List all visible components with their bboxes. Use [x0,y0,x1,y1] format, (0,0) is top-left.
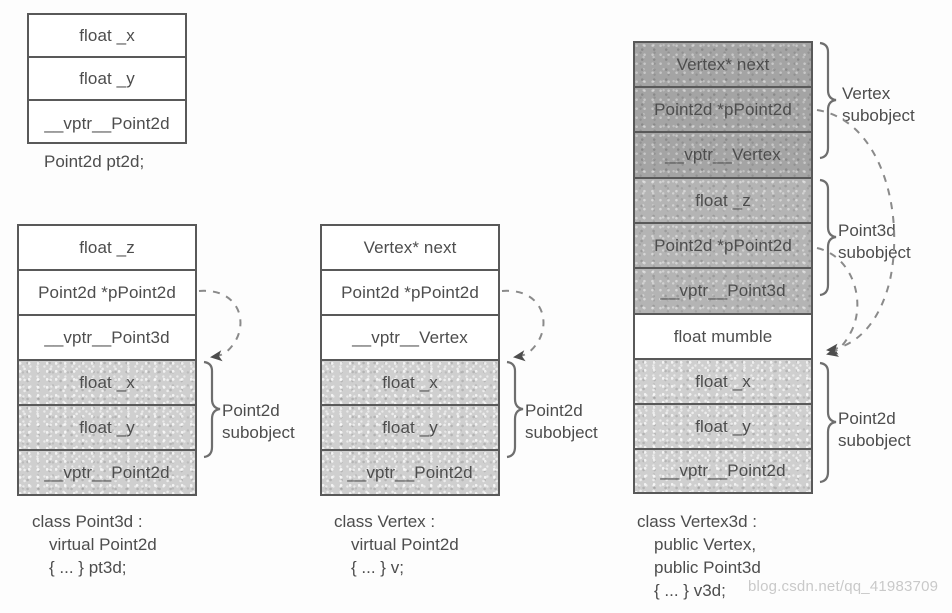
slot-row: float _x [322,361,498,406]
caption-point3d: class Point3d : virtual Point2d { ... } pt… [32,510,157,579]
slot-label: float mumble [673,326,773,346]
brace-label-line: subobject [842,106,915,125]
object-layout-point3d: float _z Point2d *pPoint2d __vptr__Point… [17,224,197,496]
slot-label: Vertex* next [676,54,770,74]
brace-label-vertex3d-point2d-subobject: Point2d subobject [838,408,911,452]
slot-label: float _y [695,416,751,436]
brace-label-line: subobject [525,423,598,442]
slot-label: Vertex* next [363,237,457,257]
slot-label: float _y [79,68,135,88]
brace-vertex-point2d [506,360,524,459]
caption-line: { ... } v3d; [654,581,726,600]
object-layout-vertex: Vertex* next Point2d *pPoint2d __vptr__V… [320,224,500,496]
slot-label: __vptr__Point3d [44,327,170,347]
brace-label-line: Point2d [838,409,896,428]
slot-row: __vptr__Point3d [19,316,195,361]
caption-line: { ... } v; [351,558,404,577]
object-layout-vertex3d: Vertex* next Point2d *pPoint2d __vptr__V… [633,41,813,494]
slot-row: float _z [635,179,811,224]
caption-line: class Vertex : [334,512,436,531]
slot-label: Point2d *pPoint2d [654,99,792,119]
caption-line: virtual Point2d [49,535,157,554]
brace-label-point3d-point2d-subobject: Point2d subobject [222,400,295,444]
slot-label: float _y [382,417,438,437]
brace-label-vertex3d-point3d-subobject: Point3d subobject [838,220,911,264]
caption-vertex3d: class Vertex3d : public Vertex, public Poi… [637,510,761,602]
slot-label: float _z [79,237,135,257]
slot-row: __vptr__Vertex [635,133,811,179]
slot-label: __vptr__Point3d [660,281,786,300]
slot-row: float _x [19,361,195,406]
slot-row: float _x [29,15,185,58]
slot-label: Point2d *pPoint2d [38,282,176,302]
slot-row: Point2d *pPoint2d [635,88,811,133]
slot-row: Vertex* next [635,43,811,88]
caption-vertex: class Vertex : virtual Point2d { ... } v; [334,510,459,579]
watermark: blog.csdn.net/qq_41983709 [748,578,939,595]
brace-label-vertex-point2d-subobject: Point2d subobject [525,400,598,444]
slot-row: float _y [322,406,498,451]
slot-row: __vptr__Point3d [635,269,811,315]
slot-label: float _x [79,372,135,392]
slot-row: Point2d *pPoint2d [19,271,195,316]
slot-label: __vptr__Point2d [44,462,170,482]
object-layout-point2d: float _x float _y __vptr__Point2d [27,13,187,144]
brace-label-line: Point2d [222,401,280,420]
pointer-arc-vertex [501,289,545,362]
slot-row: __vptr__Point2d [19,451,195,494]
slot-row: float _z [19,226,195,271]
caption-line: class Vertex3d : [637,512,758,531]
brace-label-line: subobject [838,431,911,450]
slot-row: float _y [19,406,195,451]
brace-label-line: Point3d [838,221,896,240]
slot-row: float _x [635,360,811,405]
brace-vertex3d-point2d [819,361,837,484]
slot-row: __vptr__Point2d [635,450,811,492]
brace-vertex3d-point3d [819,178,837,297]
slot-label: __vptr__Point2d [347,462,473,482]
slot-row: Vertex* next [322,226,498,271]
brace-label-line: subobject [838,243,911,262]
brace-label-vertex3d-vertex-subobject: Vertex subobject [842,83,915,127]
slot-row: Point2d *pPoint2d [322,271,498,316]
slot-label: float _y [79,417,135,437]
slot-row: __vptr__Vertex [322,316,498,361]
caption-line: class Point3d : [32,512,143,531]
slot-label: __vptr__Point2d [44,113,170,133]
caption-line: { ... } pt3d; [49,558,127,577]
slot-label: Point2d *pPoint2d [341,282,479,302]
slot-label: float _x [79,25,135,45]
slot-row: float _y [29,58,185,101]
brace-vertex3d-vertex [819,41,837,160]
slot-label: __vptr__Point2d [660,461,786,480]
caption-line: Point2d pt2d; [44,152,145,171]
caption-point2d: Point2d pt2d; [44,150,144,173]
slot-row: __vptr__Point2d [322,451,498,494]
slot-label: __vptr__Vertex [665,145,781,164]
slot-row: float _y [635,405,811,450]
pointer-arc-point3d [198,289,242,362]
slot-label: float _z [695,190,751,210]
slot-label: float _x [382,372,438,392]
slot-label: Point2d *pPoint2d [654,235,792,255]
brace-label-line: subobject [222,423,295,442]
brace-point3d-point2d [203,360,221,459]
slot-row: float mumble [635,315,811,360]
brace-label-line: Point2d [525,401,583,420]
caption-line: public Vertex, [654,535,757,554]
slot-label: float _x [695,371,751,391]
caption-line: public Point3d [654,558,761,577]
brace-label-line: Vertex [842,84,891,103]
slot-row: __vptr__Point2d [29,101,185,146]
slot-row: Point2d *pPoint2d [635,224,811,269]
slot-label: __vptr__Vertex [352,327,468,347]
caption-line: virtual Point2d [351,535,459,554]
